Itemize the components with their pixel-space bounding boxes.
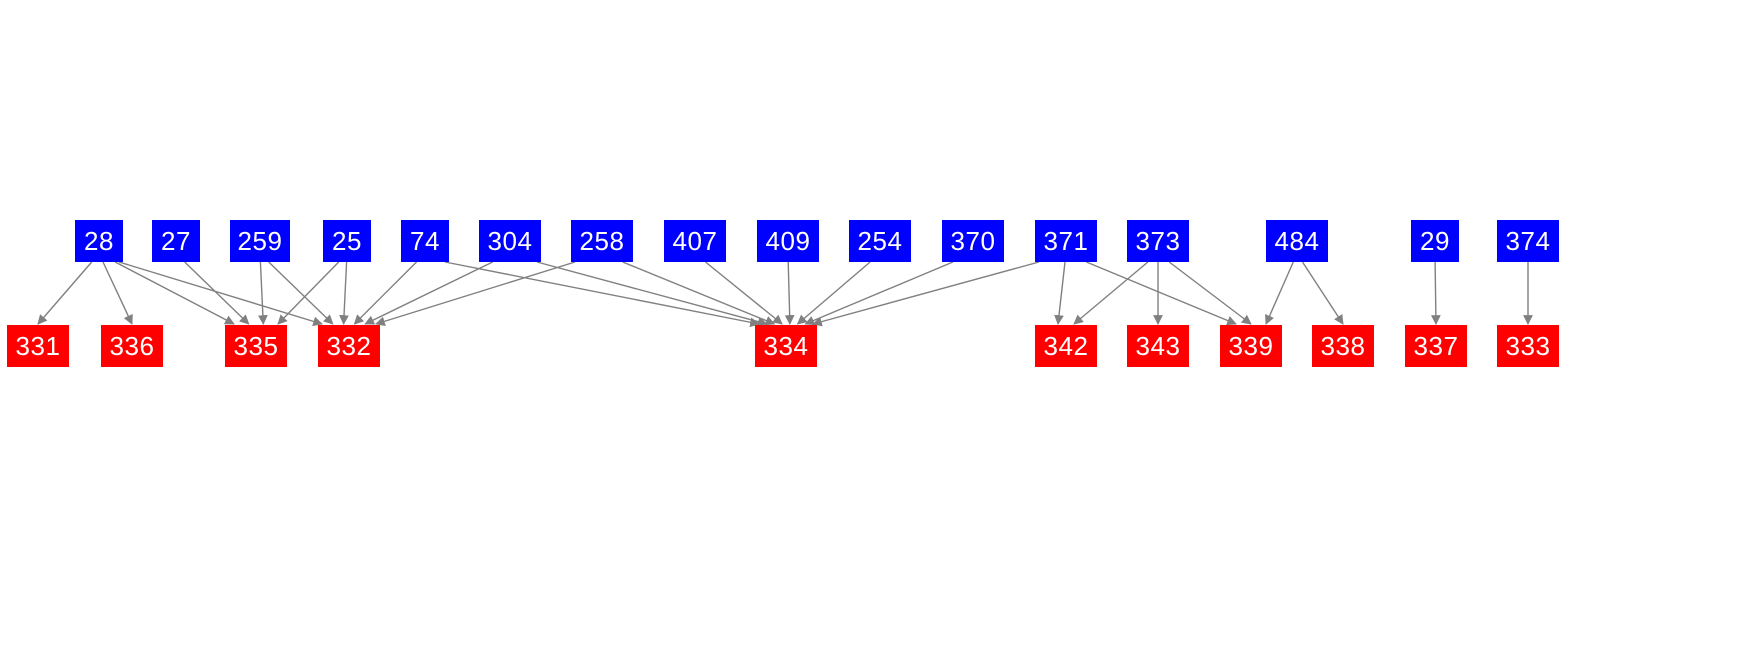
graph-node-74[interactable]: 74 — [401, 220, 449, 262]
graph-node-259[interactable]: 259 — [230, 220, 290, 262]
graph-node-338[interactable]: 338 — [1312, 325, 1374, 367]
graph-node-label: 259 — [237, 226, 283, 256]
graph-node-407[interactable]: 407 — [664, 220, 726, 262]
graph-edge-373-to-342 — [1073, 261, 1149, 325]
graph-edge-484-to-338 — [1301, 261, 1344, 325]
graph-edge-25-to-335 — [277, 261, 340, 325]
graph-edge-484-to-339 — [1265, 261, 1294, 325]
graph-node-label: 484 — [1274, 226, 1320, 256]
graph-edge-407-to-334 — [705, 261, 783, 325]
graph-node-339[interactable]: 339 — [1220, 325, 1282, 367]
graph-edge-28-to-331 — [37, 261, 93, 325]
graph-node-label: 374 — [1505, 226, 1551, 256]
graph-edge-254-to-334 — [796, 261, 871, 325]
graph-node-337[interactable]: 337 — [1405, 325, 1467, 367]
graph-node-304[interactable]: 304 — [479, 220, 541, 262]
graph-edge-370-to-334 — [804, 261, 954, 326]
graph-node-343[interactable]: 343 — [1127, 325, 1189, 367]
graph-node-label: 373 — [1135, 226, 1181, 256]
graph-node-label: 342 — [1043, 331, 1089, 361]
graph-node-label: 28 — [84, 226, 114, 256]
graph-edge-25-to-332 — [339, 261, 349, 325]
graph-node-29[interactable]: 29 — [1411, 220, 1459, 262]
graph-node-label: 334 — [763, 331, 809, 361]
graph-edge-28-to-332 — [118, 261, 323, 327]
graph-node-label: 25 — [332, 226, 362, 256]
graph-edge-259-to-335 — [257, 261, 268, 325]
graph-node-371[interactable]: 371 — [1035, 220, 1097, 262]
graph-node-label: 258 — [579, 226, 625, 256]
graph-edge-304-to-332 — [364, 261, 493, 325]
graph-node-28[interactable]: 28 — [75, 220, 123, 262]
graph-node-label: 27 — [161, 226, 191, 256]
graph-node-label: 335 — [233, 331, 279, 361]
graph-node-label: 331 — [15, 331, 61, 361]
graph-node-332[interactable]: 332 — [318, 325, 380, 367]
graph-node-label: 407 — [672, 226, 718, 256]
graph-edge-28-to-336 — [102, 261, 133, 325]
graph-edge-373-to-339 — [1168, 261, 1252, 325]
graph-node-label: 304 — [487, 226, 533, 256]
graph-node-409[interactable]: 409 — [757, 220, 819, 262]
graph-edge-27-to-335 — [184, 261, 250, 325]
graph-node-label: 370 — [950, 226, 996, 256]
graph-node-27[interactable]: 27 — [152, 220, 200, 262]
graph-edge-304-to-334 — [536, 261, 768, 327]
graph-node-label: 254 — [857, 226, 903, 256]
graph-node-484[interactable]: 484 — [1266, 220, 1328, 262]
graph-node-label: 371 — [1043, 226, 1089, 256]
graph-edge-371-to-342 — [1054, 261, 1066, 325]
graph-node-label: 332 — [326, 331, 372, 361]
graph-node-370[interactable]: 370 — [942, 220, 1004, 262]
graph-edge-74-to-332 — [353, 261, 417, 325]
graph-node-258[interactable]: 258 — [571, 220, 633, 262]
graph-node-342[interactable]: 342 — [1035, 325, 1097, 367]
graph-node-336[interactable]: 336 — [101, 325, 163, 367]
graph-node-25[interactable]: 25 — [323, 220, 371, 262]
graph-node-label: 336 — [109, 331, 155, 361]
graph-node-label: 409 — [765, 226, 811, 256]
graph-node-333[interactable]: 333 — [1497, 325, 1559, 367]
graph-node-label: 29 — [1420, 226, 1450, 256]
graph-node-331[interactable]: 331 — [7, 325, 69, 367]
graph-node-254[interactable]: 254 — [849, 220, 911, 262]
edges-group — [37, 261, 1533, 328]
graph-edge-258-to-332 — [375, 261, 576, 327]
graph-node-label: 343 — [1135, 331, 1181, 361]
graph-edge-371-to-334 — [812, 261, 1040, 327]
graph-node-335[interactable]: 335 — [225, 325, 287, 367]
graph-edge-259-to-332 — [268, 261, 334, 325]
graph-node-label: 337 — [1413, 331, 1459, 361]
graph-node-label: 333 — [1505, 331, 1551, 361]
graph-node-334[interactable]: 334 — [755, 325, 817, 367]
graph-node-label: 339 — [1228, 331, 1274, 361]
graph-node-374[interactable]: 374 — [1497, 220, 1559, 262]
graph-edge-74-to-334 — [444, 261, 760, 328]
graph-edge-258-to-334 — [622, 261, 776, 326]
graph-edge-29-to-337 — [1430, 261, 1441, 325]
graph-edge-409-to-334 — [784, 261, 795, 325]
graph-edge-28-to-335 — [114, 261, 235, 325]
graph-edge-371-to-339 — [1086, 261, 1237, 326]
graph-node-373[interactable]: 373 — [1127, 220, 1189, 262]
graph-node-label: 74 — [410, 226, 440, 256]
graph-node-label: 338 — [1320, 331, 1366, 361]
